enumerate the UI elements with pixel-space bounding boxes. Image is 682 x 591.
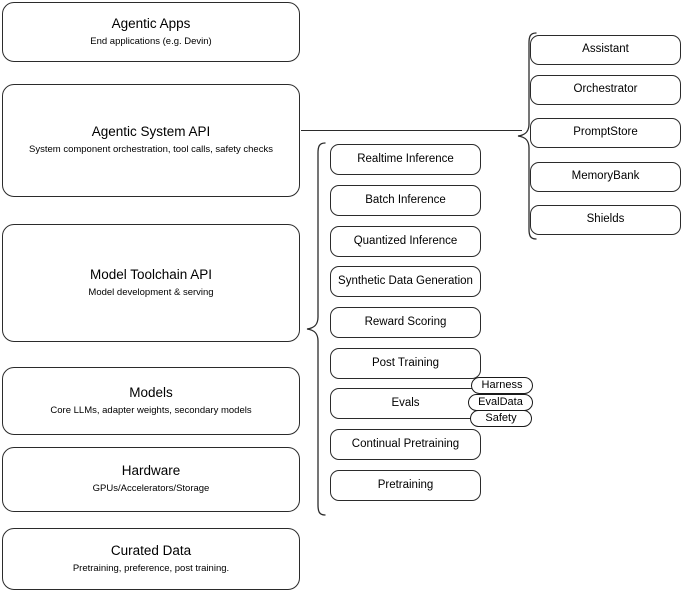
brace-system-components-group — [517, 32, 537, 240]
layer-subtitle: End applications (e.g. Devin) — [90, 35, 212, 47]
tag-harness[interactable]: Harness — [471, 377, 533, 394]
layer-subtitle: System component orchestration, tool cal… — [29, 144, 273, 156]
node-promptstore[interactable]: PromptStore — [530, 118, 681, 148]
node-orchestrator[interactable]: Orchestrator — [530, 75, 681, 105]
layer-title: Model Toolchain API — [89, 266, 213, 282]
node-reward-scoring[interactable]: Reward Scoring — [330, 307, 481, 338]
layer-card-model-toolchain-api[interactable]: Model Toolchain API Model development & … — [2, 224, 300, 342]
node-synthetic-data-generation[interactable]: Synthetic Data Generation — [330, 266, 481, 297]
node-label: Assistant — [582, 43, 629, 56]
layer-card-agentic-system-api[interactable]: Agentic System API System component orch… — [2, 84, 300, 197]
node-label: Pretraining — [377, 478, 434, 491]
layer-title: Models — [129, 384, 173, 400]
layer-title: Agentic System API — [91, 124, 211, 140]
node-label: Orchestrator — [573, 83, 638, 96]
layer-card-hardware[interactable]: Hardware GPUs/Accelerators/Storage — [2, 447, 300, 512]
layer-subtitle: GPUs/Accelerators/Storage — [92, 483, 210, 495]
node-label: Batch Inference — [365, 193, 446, 206]
layer-subtitle: Model development & serving — [88, 286, 214, 298]
tag-label: Harness — [481, 379, 523, 391]
node-label: Continual Pretraining — [351, 437, 460, 450]
layer-title: Curated Data — [110, 542, 192, 558]
node-label: PromptStore — [573, 126, 638, 139]
node-assistant[interactable]: Assistant — [530, 35, 681, 65]
node-label: MemoryBank — [571, 170, 640, 183]
layer-title: Hardware — [121, 463, 181, 479]
node-realtime-inference[interactable]: Realtime Inference — [330, 144, 481, 175]
layer-title: Agentic Apps — [111, 15, 191, 31]
node-label: Realtime Inference — [357, 152, 454, 165]
tag-evaldata[interactable]: EvalData — [468, 394, 533, 411]
tag-label: EvalData — [478, 396, 523, 408]
node-label: Reward Scoring — [364, 315, 447, 328]
node-label: Evals — [391, 396, 420, 409]
node-evals[interactable]: Evals — [330, 388, 481, 419]
node-label: Synthetic Data Generation — [338, 274, 473, 287]
layer-subtitle: Core LLMs, adapter weights, secondary mo… — [50, 404, 252, 416]
node-post-training[interactable]: Post Training — [330, 348, 481, 379]
node-batch-inference[interactable]: Batch Inference — [330, 185, 481, 216]
node-label: Quantized Inference — [353, 234, 458, 247]
node-shields[interactable]: Shields — [530, 205, 681, 235]
brace-toolchain-group — [306, 142, 326, 516]
layer-card-agentic-apps[interactable]: Agentic Apps End applications (e.g. Devi… — [2, 2, 300, 62]
node-continual-pretraining[interactable]: Continual Pretraining — [330, 429, 481, 460]
tag-safety[interactable]: Safety — [470, 410, 532, 427]
layer-subtitle: Pretraining, preference, post training. — [72, 562, 230, 574]
node-pretraining[interactable]: Pretraining — [330, 470, 481, 501]
node-label: Post Training — [371, 356, 440, 369]
node-quantized-inference[interactable]: Quantized Inference — [330, 226, 481, 257]
layer-card-models[interactable]: Models Core LLMs, adapter weights, secon… — [2, 367, 300, 435]
tag-label: Safety — [485, 412, 517, 424]
node-memorybank[interactable]: MemoryBank — [530, 162, 681, 192]
connector-line-system-api — [301, 130, 522, 131]
layer-card-curated-data[interactable]: Curated Data Pretraining, preference, po… — [2, 528, 300, 590]
node-label: Shields — [586, 213, 625, 226]
